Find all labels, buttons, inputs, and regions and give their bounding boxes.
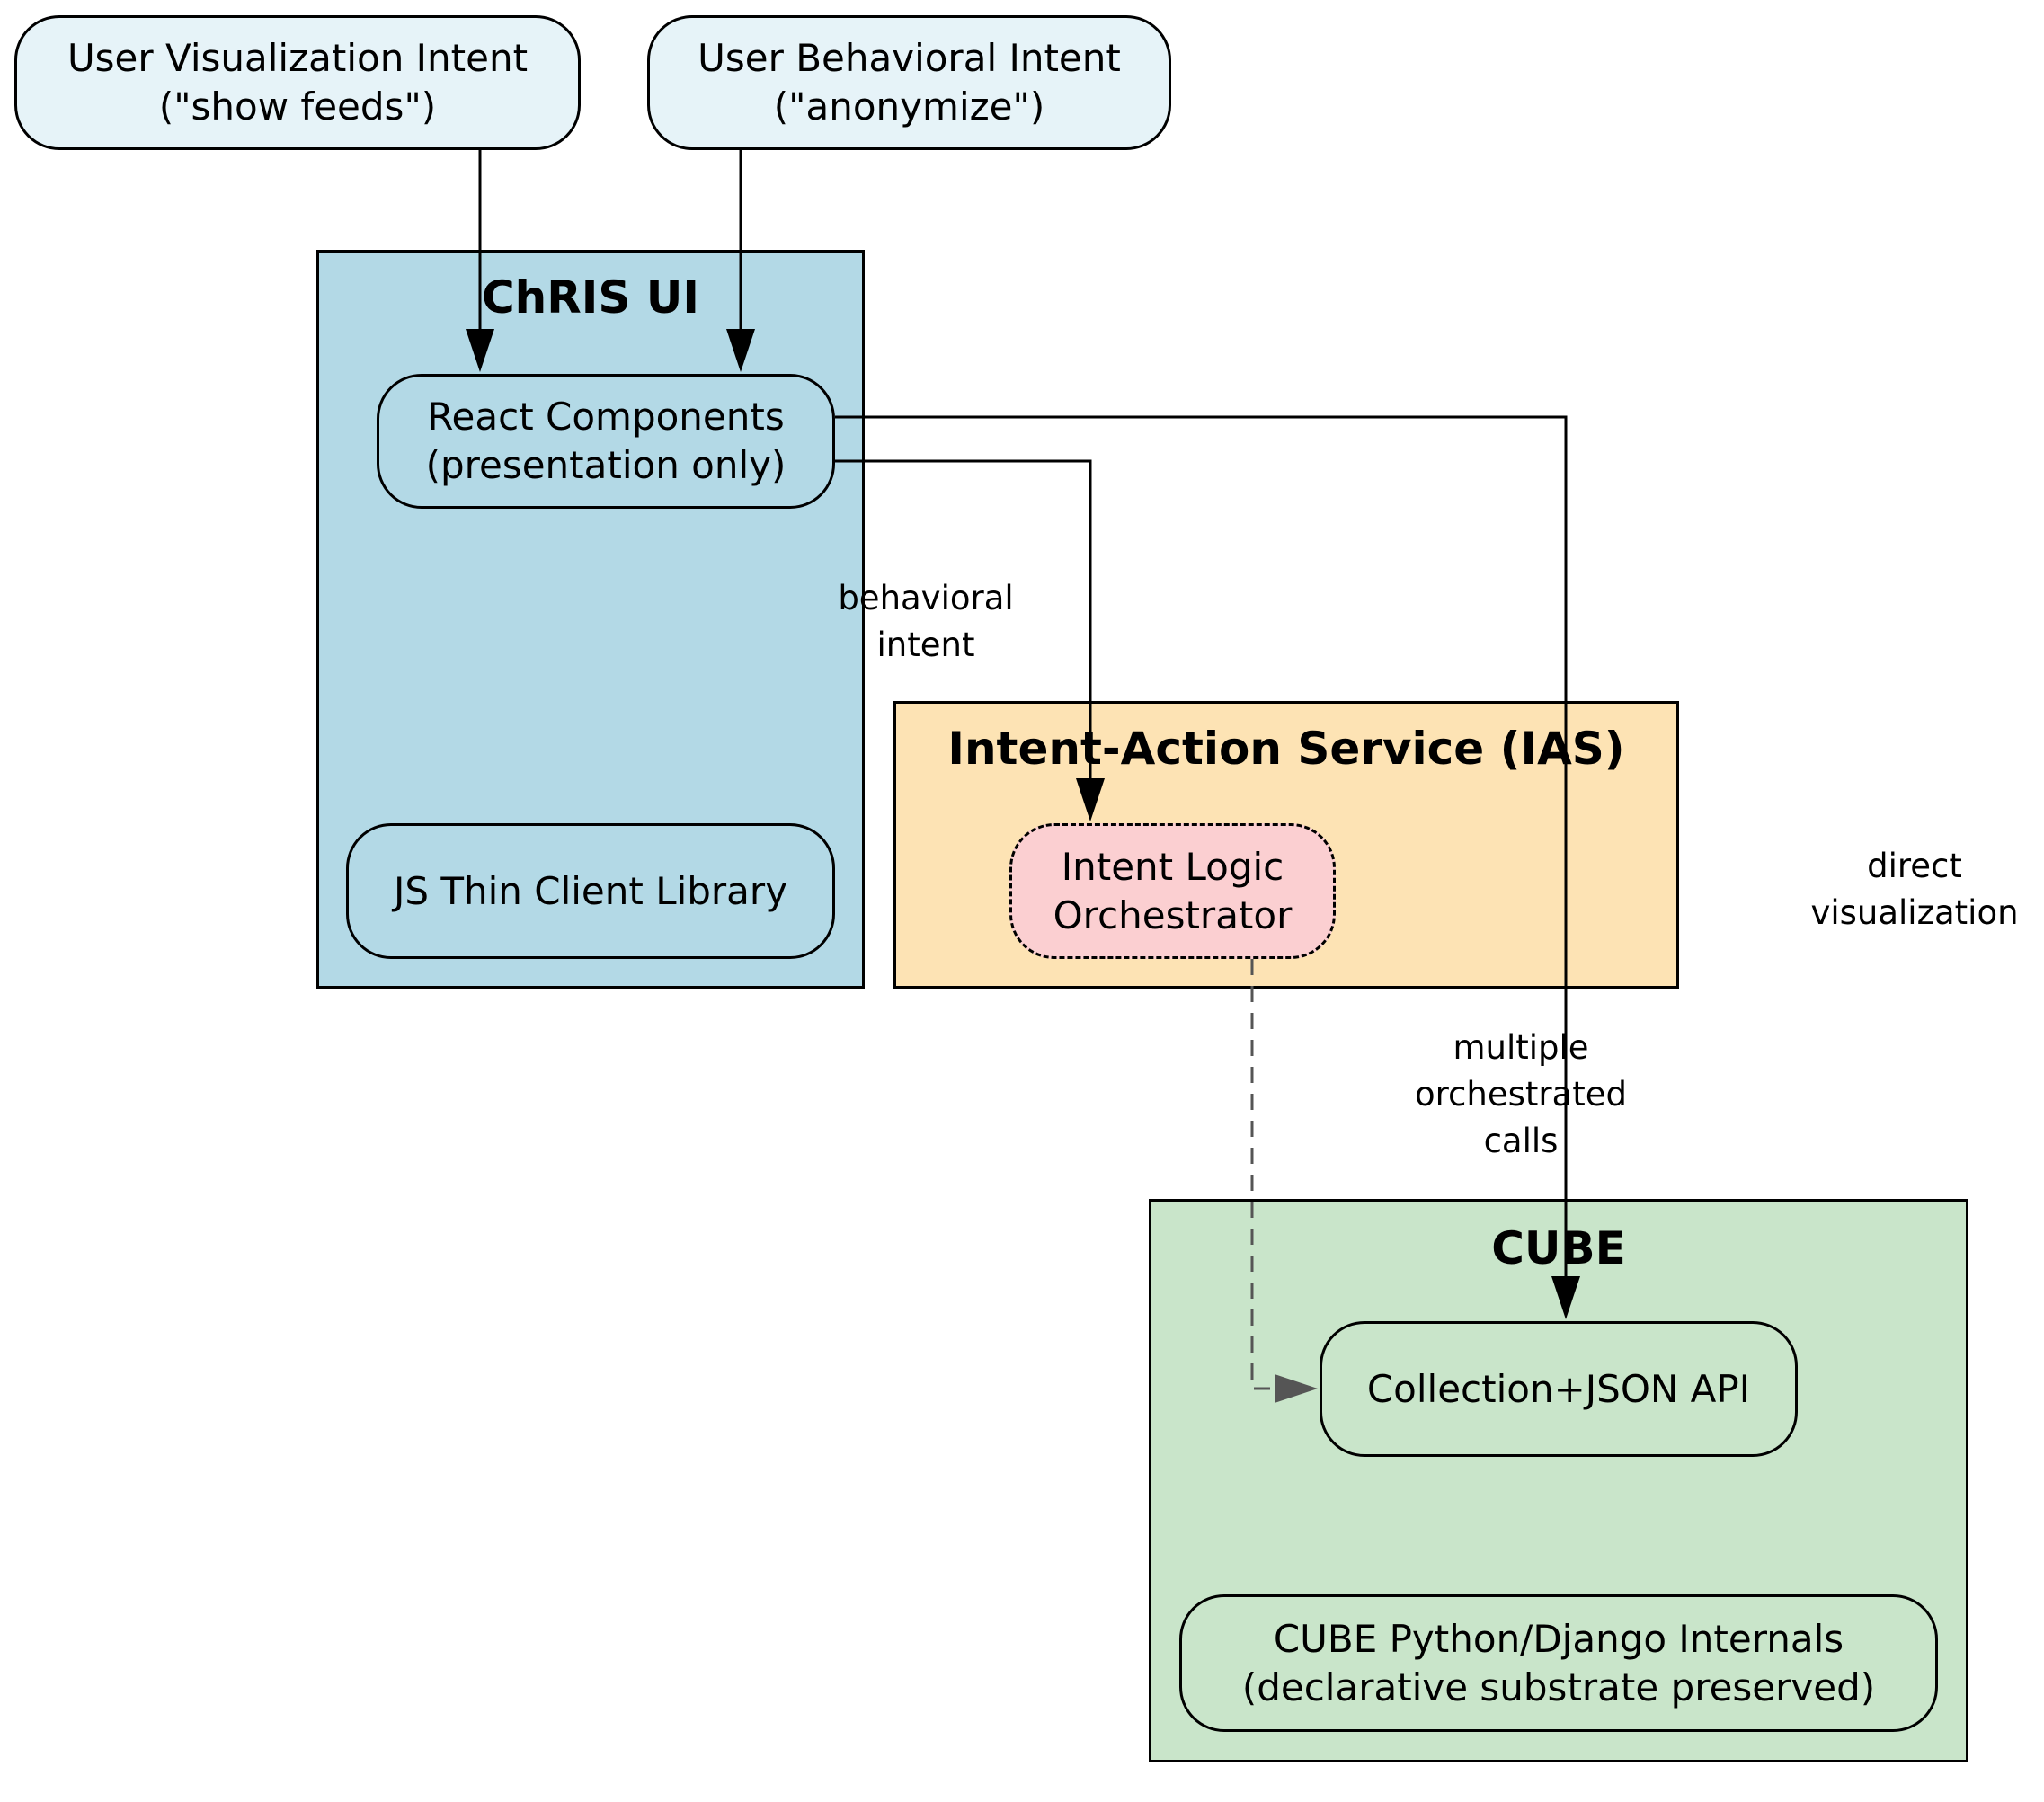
node-line: (declarative substrate preserved) — [1241, 1664, 1876, 1709]
user-behavioral-intent-node[interactable]: User Behavioral Intent ("anonymize") — [647, 15, 1171, 150]
intent-logic-orchestrator-node[interactable]: Intent Logic Orchestrator — [1009, 823, 1336, 959]
cube-title: CUBE — [1491, 1222, 1626, 1274]
node-line: User Behavioral Intent — [698, 36, 1121, 80]
edge-orchestrator-to-api — [1250, 959, 1276, 1390]
edge-label-line: orchestrated — [1414, 1075, 1628, 1114]
cube-internals-node[interactable]: CUBE Python/Django Internals (declarativ… — [1179, 1594, 1938, 1732]
arrowhead-icon — [1275, 1374, 1318, 1403]
collection-json-api-node[interactable]: Collection+JSON API — [1320, 1321, 1798, 1457]
edge-react-to-orchestrator — [835, 459, 1092, 780]
node-line: ("anonymize") — [773, 84, 1045, 129]
ias-title: Intent-Action Service (IAS) — [947, 723, 1625, 775]
node-line: React Components — [427, 395, 785, 439]
node-line: JS Thin Client Library — [393, 868, 788, 913]
edge-label-line: calls — [1483, 1122, 1559, 1160]
react-components-node[interactable]: React Components (presentation only) — [377, 374, 835, 509]
arrowhead-icon — [466, 329, 494, 372]
node-line: Collection+JSON API — [1366, 1366, 1751, 1411]
node-line: ("show feeds") — [158, 84, 437, 129]
node-line: User Visualization Intent — [67, 36, 529, 80]
edge-label-line: multiple — [1453, 1028, 1589, 1067]
js-thin-client-library-node[interactable]: JS Thin Client Library — [346, 823, 835, 959]
arrowhead-icon — [726, 329, 755, 372]
edge-label-line: direct — [1867, 847, 1962, 885]
edge-label-behavioral-intent: behavioral intent — [818, 575, 1034, 669]
edge-label-line: visualization — [1810, 893, 2019, 932]
node-line: CUBE Python/Django Internals — [1273, 1616, 1844, 1661]
edge-label-direct-visualization: direct visualization — [1789, 843, 2040, 937]
arrowhead-icon — [1076, 778, 1105, 821]
node-line: (presentation only) — [425, 443, 786, 487]
edge-label-line: behavioral — [838, 579, 1014, 617]
edge-label-line: intent — [876, 626, 975, 664]
edge-react-to-api — [835, 415, 1568, 1278]
user-visualization-intent-node[interactable]: User Visualization Intent ("show feeds") — [14, 15, 581, 150]
node-line: Orchestrator — [1053, 892, 1293, 937]
node-line: Intent Logic — [1061, 844, 1284, 889]
edge-label-multiple-orchestrated-calls: multiple orchestrated calls — [1393, 1025, 1649, 1165]
arrowhead-icon — [1551, 1276, 1580, 1319]
chris-ui-title: ChRIS UI — [481, 271, 700, 324]
